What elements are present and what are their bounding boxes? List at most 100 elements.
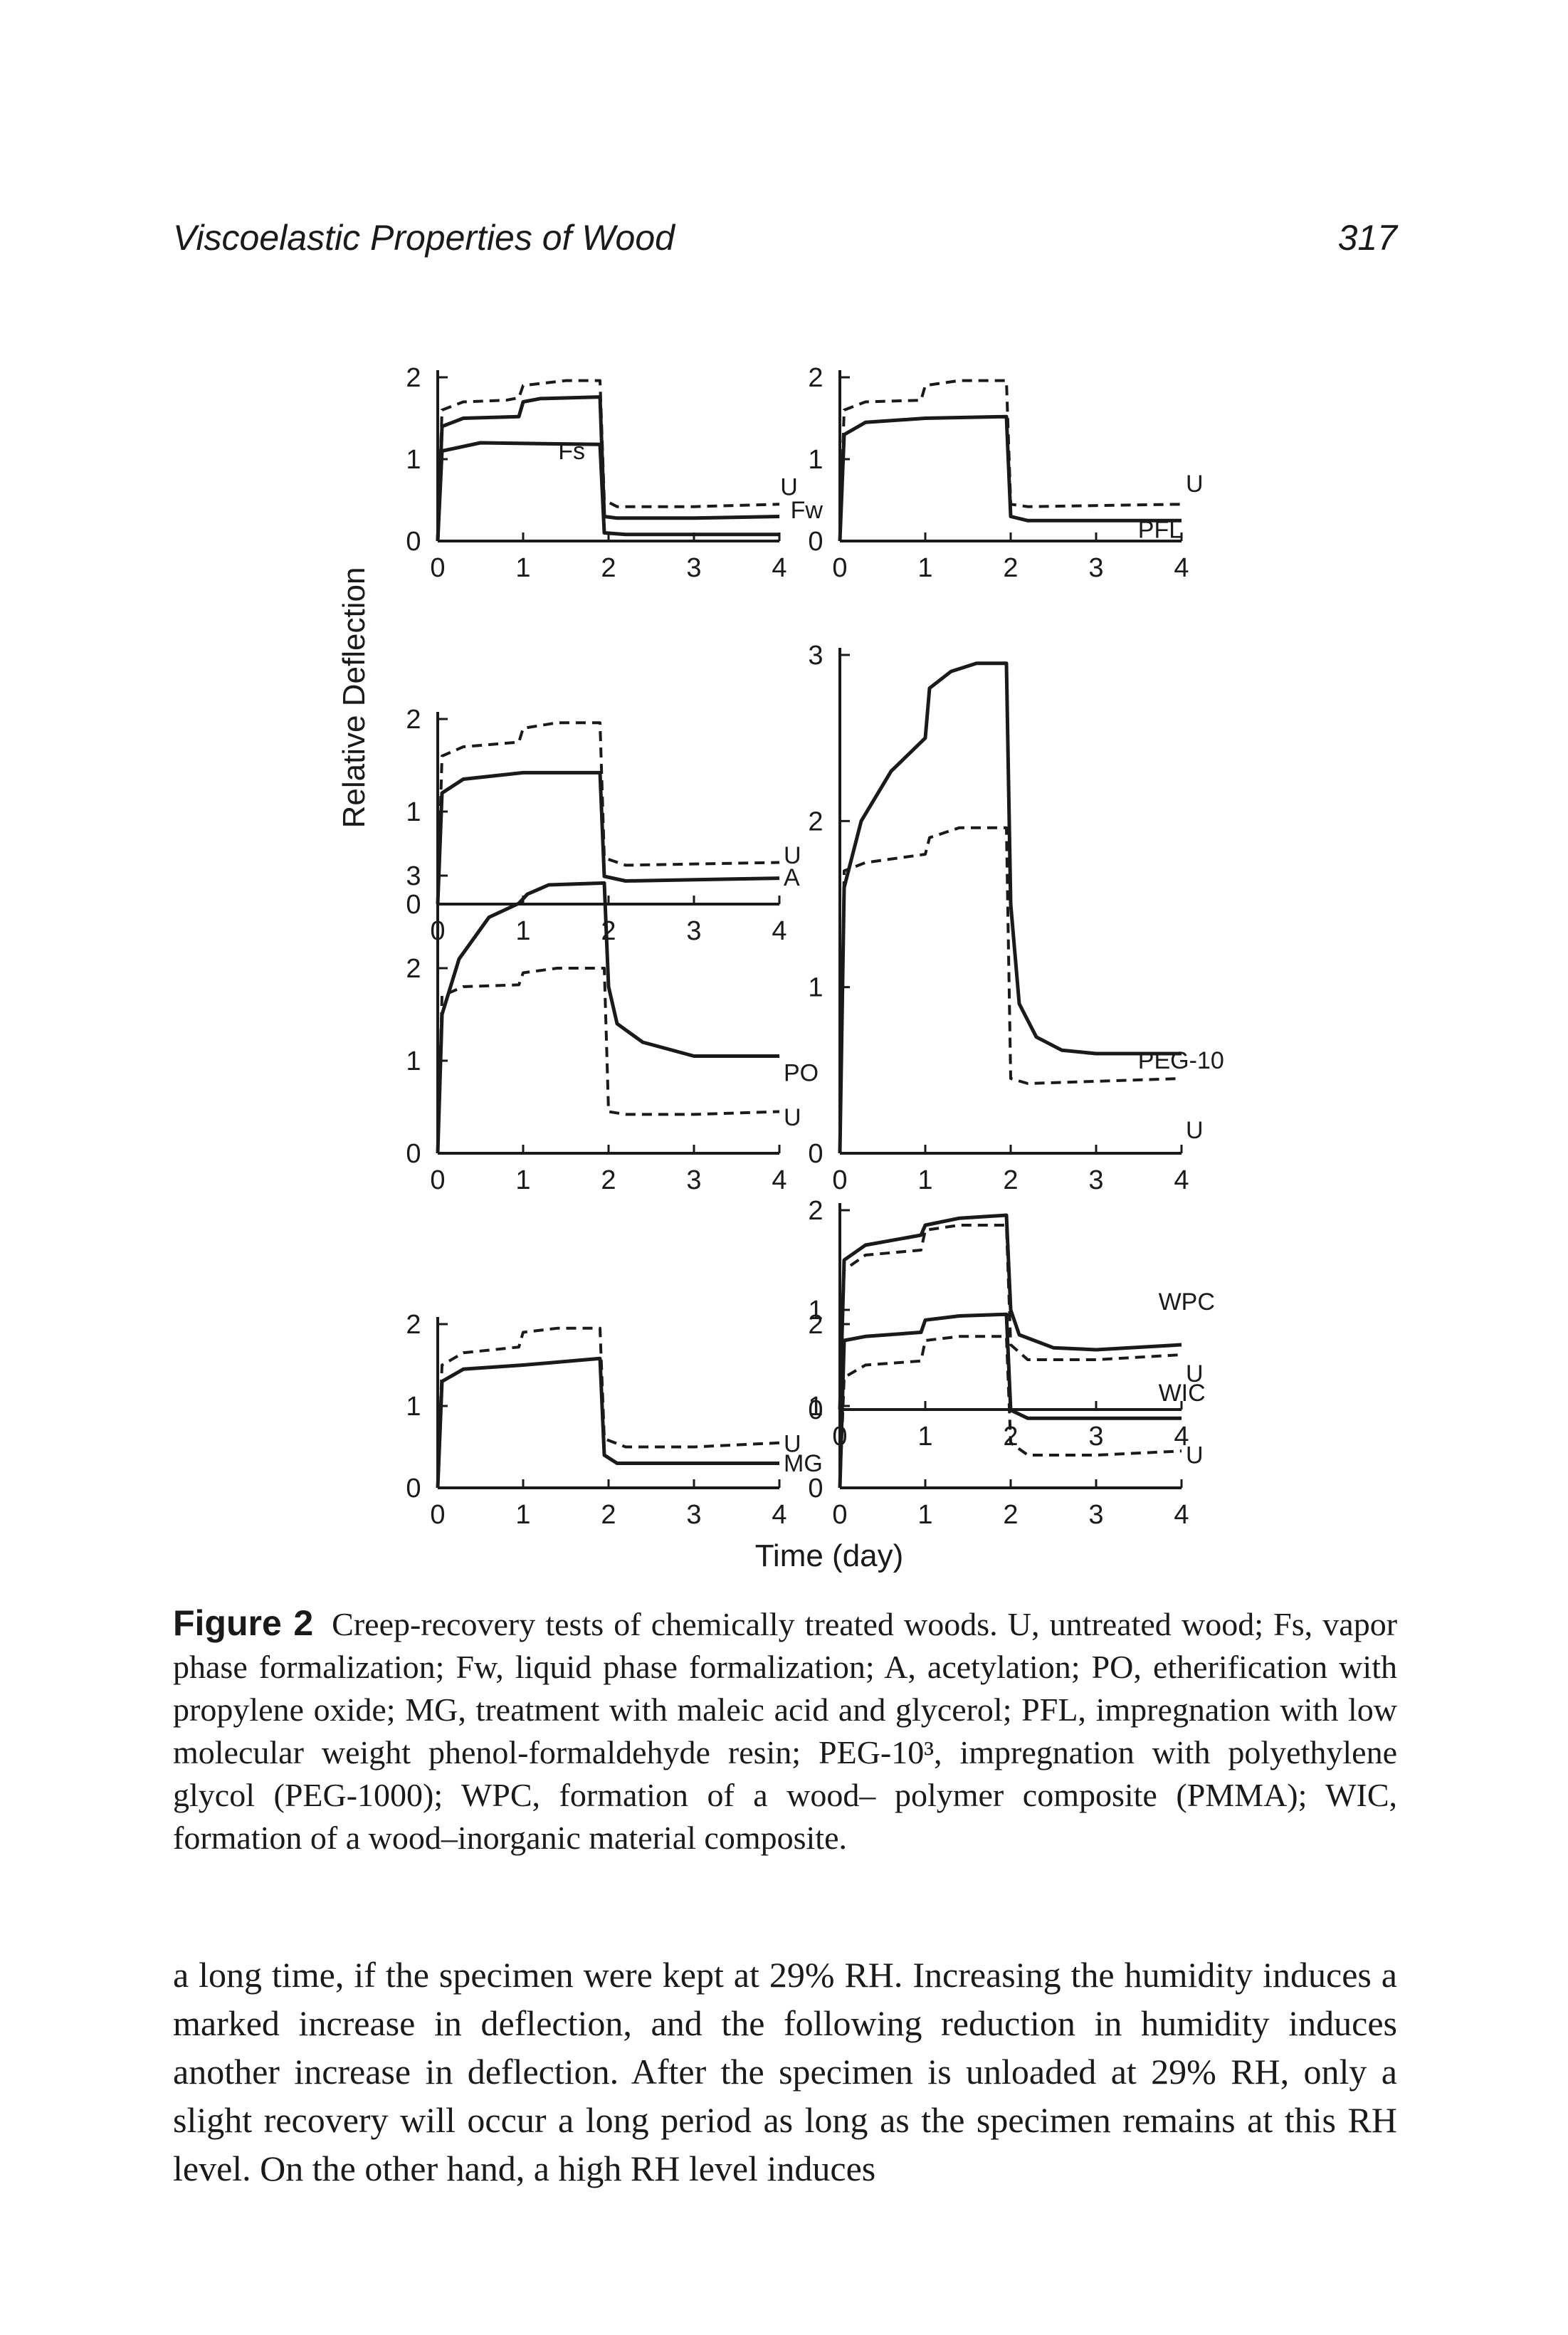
y-tick-label: 0 bbox=[808, 527, 823, 557]
series-label: A bbox=[784, 864, 800, 891]
x-tick-label: 4 bbox=[1174, 1165, 1189, 1195]
series-line-po bbox=[436, 881, 779, 1154]
x-tick-label: 4 bbox=[1174, 1422, 1189, 1452]
x-tick-label: 3 bbox=[1088, 1422, 1103, 1452]
series-label: U bbox=[780, 474, 798, 501]
x-tick-label: 1 bbox=[917, 1422, 932, 1452]
series-label: U bbox=[1186, 1117, 1204, 1144]
figure-label: Figure 2 bbox=[173, 1603, 314, 1643]
x-tick-label: 4 bbox=[772, 553, 786, 583]
y-tick-label: 2 bbox=[808, 807, 823, 836]
series-label: U bbox=[1186, 471, 1204, 498]
x-axis-label: Time (day) bbox=[755, 1538, 904, 1573]
series-line-u bbox=[436, 721, 780, 905]
y-tick-label: 2 bbox=[808, 1196, 823, 1226]
x-tick-label: 0 bbox=[832, 553, 847, 583]
y-tick-label: 1 bbox=[808, 1296, 823, 1326]
y-tick-label: 1 bbox=[808, 1392, 823, 1422]
x-tick-label: 1 bbox=[515, 1500, 530, 1530]
y-tick-label: 2 bbox=[406, 954, 421, 984]
x-tick-label: 2 bbox=[601, 1500, 616, 1530]
x-tick-label: 0 bbox=[430, 553, 445, 583]
series-line-u bbox=[838, 1224, 1182, 1410]
panel-right-3: 01234012WPCU bbox=[808, 1196, 1214, 1452]
series-line-u bbox=[436, 379, 780, 542]
series-line-fs bbox=[436, 441, 779, 542]
x-tick-label: 4 bbox=[772, 1500, 786, 1530]
y-tick-label: 0 bbox=[406, 1139, 421, 1169]
y-tick-label: 2 bbox=[808, 363, 823, 393]
series-label: U bbox=[784, 842, 801, 869]
y-tick-label: 1 bbox=[406, 1392, 421, 1422]
x-tick-label: 1 bbox=[917, 1165, 932, 1195]
x-tick-label: 2 bbox=[601, 1165, 616, 1195]
y-tick-label: 2 bbox=[406, 705, 421, 735]
series-line-u bbox=[436, 1326, 780, 1489]
y-tick-label: 0 bbox=[808, 1395, 823, 1425]
x-tick-label: 3 bbox=[686, 916, 701, 946]
x-tick-label: 0 bbox=[430, 1500, 445, 1530]
y-tick-label: 0 bbox=[406, 527, 421, 557]
x-tick-label: 2 bbox=[1003, 1500, 1018, 1530]
y-tick-label: 0 bbox=[808, 1139, 823, 1169]
x-tick-label: 2 bbox=[601, 916, 616, 946]
x-tick-label: 4 bbox=[1174, 553, 1189, 583]
y-tick-label: 0 bbox=[406, 1474, 421, 1504]
series-label: U bbox=[1186, 1442, 1204, 1469]
series-line-wic bbox=[838, 1312, 1182, 1489]
series-label: PEG-10³ bbox=[1138, 1047, 1224, 1074]
panel-left-2: 01234012UA bbox=[406, 705, 801, 946]
y-tick-label: 1 bbox=[808, 445, 823, 475]
series-line-u bbox=[436, 967, 780, 1154]
series-line-u bbox=[838, 826, 1182, 1154]
x-tick-label: 1 bbox=[917, 1500, 932, 1530]
y-tick-label: 2 bbox=[406, 1310, 421, 1340]
y-tick-label: 3 bbox=[808, 641, 823, 671]
x-tick-label: 1 bbox=[917, 553, 932, 583]
running-head-title: Viscoelastic Properties of Wood bbox=[173, 218, 675, 258]
x-tick-label: 1 bbox=[515, 553, 530, 583]
series-label: U bbox=[784, 1104, 801, 1131]
y-tick-label: 2 bbox=[406, 363, 421, 393]
y-tick-label: 0 bbox=[406, 890, 421, 920]
x-tick-label: 2 bbox=[1003, 553, 1018, 583]
y-tick-label: 1 bbox=[406, 797, 421, 827]
x-tick-label: 0 bbox=[832, 1500, 847, 1530]
x-tick-label: 0 bbox=[430, 1165, 445, 1195]
x-tick-label: 3 bbox=[686, 1165, 701, 1195]
series-line-u bbox=[838, 1335, 1182, 1489]
series-label: MG bbox=[784, 1450, 823, 1477]
y-tick-label: 2 bbox=[808, 1310, 823, 1340]
x-tick-label: 1 bbox=[515, 916, 530, 946]
series-line-pfl bbox=[838, 414, 1182, 542]
series-label: Fs bbox=[558, 438, 585, 465]
x-tick-label: 4 bbox=[772, 916, 786, 946]
series-label: Fw bbox=[791, 497, 824, 524]
body-paragraph: a long time, if the specimen were kept a… bbox=[173, 1955, 1397, 2188]
running-head: Viscoelastic Properties of Wood 317 bbox=[173, 217, 1397, 274]
x-tick-label: 4 bbox=[772, 1165, 786, 1195]
series-line-fw bbox=[436, 395, 780, 542]
y-tick-label: 0 bbox=[808, 1474, 823, 1504]
x-tick-label: 0 bbox=[832, 1165, 847, 1195]
series-label: WIC bbox=[1159, 1380, 1206, 1407]
x-tick-label: 2 bbox=[601, 553, 616, 583]
series-line-wpc bbox=[838, 1213, 1182, 1410]
x-tick-label: 4 bbox=[1174, 1500, 1189, 1530]
x-tick-label: 3 bbox=[1088, 1165, 1103, 1195]
page-number: 317 bbox=[1337, 218, 1397, 258]
figure-caption-text: Creep-recovery tests of chemically treat… bbox=[173, 1606, 1398, 1856]
x-tick-label: 2 bbox=[1003, 1165, 1018, 1195]
x-tick-label: 3 bbox=[1088, 1500, 1103, 1530]
series-label: U bbox=[1186, 1360, 1204, 1387]
y-tick-label: 3 bbox=[406, 861, 421, 891]
y-tick-label: 1 bbox=[406, 445, 421, 475]
